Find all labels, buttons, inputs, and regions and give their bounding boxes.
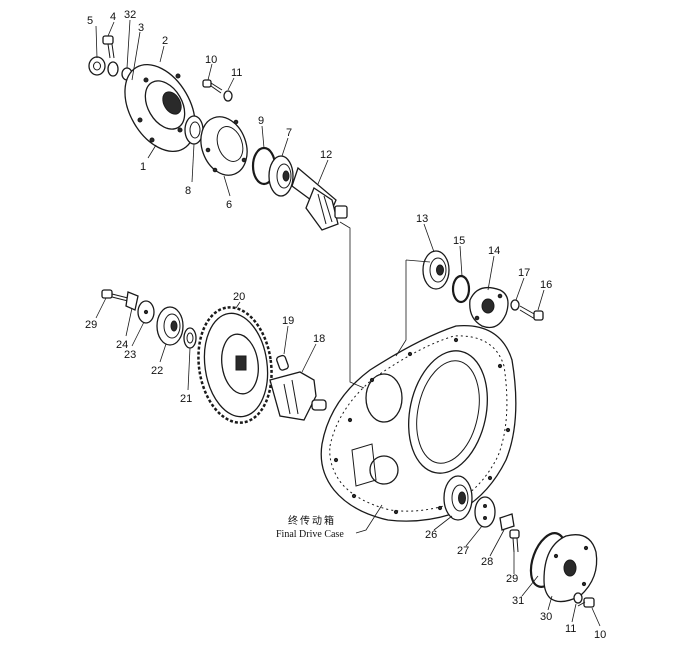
part-11-washer-lower — [573, 592, 583, 604]
callout-29: 29 — [85, 319, 97, 331]
callout-14: 14 — [488, 245, 500, 257]
callout-26: 26 — [425, 529, 437, 541]
part-27-plate — [474, 496, 496, 528]
callout-23: 23 — [124, 349, 136, 361]
part-24-lock-plate — [125, 291, 139, 311]
callout-15: 15 — [453, 235, 465, 247]
final-drive-case — [320, 324, 517, 522]
part-19-key — [276, 354, 289, 371]
case-label-chinese: 终传动箱 — [288, 514, 336, 527]
callout-10: 10 — [205, 54, 217, 66]
part-15-o-ring — [451, 274, 471, 304]
final-drive-case-label: 终传动箱 Final Drive Case — [276, 514, 344, 540]
callout-7: 7 — [286, 127, 292, 139]
assembly-lines — [339, 221, 431, 389]
part-29-bolt-lower — [509, 529, 520, 553]
callout-16: 16 — [540, 279, 552, 291]
callout-1: 1 — [140, 161, 146, 173]
part-17-washer — [510, 299, 520, 311]
part-30-cover — [543, 534, 598, 603]
callout-18: 18 — [313, 333, 325, 345]
part-5-nut — [88, 56, 106, 76]
callout-2: 2 — [162, 35, 168, 47]
callout-17: 17 — [518, 267, 530, 279]
callout-12: 12 — [320, 149, 332, 161]
callout-29-lower: 29 — [506, 573, 518, 585]
callout-3: 3 — [138, 22, 144, 34]
callout-labels: 5 4 32 3 2 1 10 11 9 7 12 8 6 13 15 14 1… — [85, 9, 606, 641]
callout-19: 19 — [282, 315, 294, 327]
leader-lines — [95, 19, 601, 627]
part-10-bolt-lower — [577, 597, 595, 608]
callout-13: 13 — [416, 213, 428, 225]
callout-24: 24 — [116, 339, 128, 351]
callout-28: 28 — [481, 556, 493, 568]
part-26-bearing — [443, 475, 473, 521]
callout-32: 32 — [124, 9, 136, 21]
part-20-gear — [197, 306, 273, 424]
part-29-bolt — [101, 289, 129, 302]
part-22-bearing — [156, 306, 184, 346]
part-28-lock-plate — [499, 513, 515, 531]
callout-11: 11 — [231, 67, 242, 79]
part-14-cover — [469, 286, 509, 329]
callout-22: 22 — [151, 365, 163, 377]
part-13-bearing — [422, 250, 450, 290]
callout-5: 5 — [87, 15, 93, 27]
part-4-bolt — [102, 35, 115, 59]
callout-11-lower: 11 — [565, 623, 576, 635]
callout-30: 30 — [540, 611, 552, 623]
part-21-spacer — [183, 327, 197, 349]
part-23-plate — [137, 300, 155, 324]
part-18-shaft — [269, 371, 327, 421]
part-12-pinion-shaft — [291, 166, 348, 231]
part-10-bolt — [202, 79, 233, 102]
callout-4: 4 — [110, 11, 116, 23]
part-1-flange — [124, 63, 196, 153]
part-7-bearing — [268, 155, 294, 197]
callout-27: 27 — [457, 545, 469, 557]
part-16-bolt — [519, 305, 544, 321]
callout-6: 6 — [226, 199, 232, 211]
callout-10-lower: 10 — [594, 629, 606, 641]
callout-8: 8 — [185, 185, 191, 197]
case-label-english: Final Drive Case — [276, 529, 344, 540]
callout-9: 9 — [258, 115, 264, 127]
callout-21: 21 — [180, 393, 192, 405]
callout-20: 20 — [233, 291, 245, 303]
part-6-cage — [200, 116, 248, 176]
callout-31: 31 — [512, 595, 524, 607]
